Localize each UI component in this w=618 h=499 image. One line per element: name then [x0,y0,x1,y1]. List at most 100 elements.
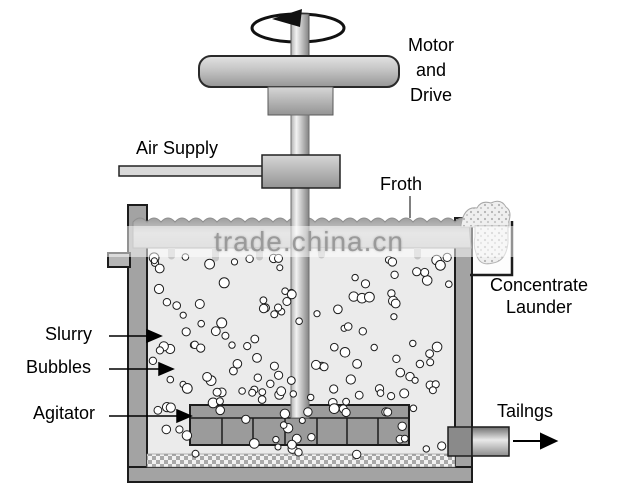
bubble [352,359,363,369]
bubble [412,267,422,277]
bubble [390,270,399,279]
bubble [216,317,228,329]
froth-label: Froth [380,174,423,194]
bubble [229,366,238,376]
bubble [354,390,364,400]
air-supply-pipe [118,165,264,177]
bubble [266,379,275,388]
bubble [311,359,321,370]
bubble [383,407,393,417]
bubble [238,387,246,395]
bubble [376,389,385,397]
motor-drive-assembly [118,9,400,189]
bubble [270,310,279,319]
tank-bottom-wall [127,466,473,483]
bubble [303,407,313,417]
bubbles-label: Bubbles [26,357,92,377]
watermark-band [0,226,618,257]
bubble [202,372,213,382]
bubbles-arrow-icon [109,361,175,377]
bubble [228,341,236,349]
bubble [307,393,315,402]
bubble [351,273,359,282]
bubble [294,448,303,457]
bubble [328,403,340,415]
bubble [243,342,252,351]
tailings-label: Tailngs [497,401,554,421]
bubble [181,327,191,337]
bubble [153,283,165,295]
bubble [165,402,176,413]
bubble [258,303,269,314]
bubble [330,342,339,352]
bubbles-layer [148,252,453,460]
agitator-arrow-icon [109,408,193,424]
bubble [409,339,417,348]
bubble [162,298,172,307]
bubble [204,258,216,270]
bubble [148,356,158,365]
bubble [295,317,303,326]
bubble [364,291,375,303]
bubble [166,375,175,384]
bubble [274,303,283,312]
bubble [428,386,437,395]
bubble [181,430,193,441]
bubble [155,346,164,355]
bubble [150,257,158,265]
bubble [286,289,297,300]
bubble [390,298,401,309]
bubble [431,341,443,353]
bubble [153,405,163,415]
bubble [286,376,296,385]
bubble [241,414,251,424]
bubble [437,441,447,451]
drive-hub [267,86,334,116]
bubble [257,395,267,404]
bubble [274,443,282,451]
leader-arrows [109,196,559,450]
bubble [358,327,367,336]
impeller-shaft-mid [290,114,310,157]
bubble [210,326,221,337]
bubble [370,343,378,352]
bubble [250,334,260,344]
bubble [345,374,356,385]
rotation-arrowhead-icon [272,9,302,27]
bubble [387,392,396,401]
bubble [397,421,407,431]
bubble [253,373,262,382]
bubble [329,384,339,394]
drive-pulley [198,55,400,88]
bubble [352,449,362,460]
agitator-label: Agitator [33,403,96,423]
bubble [298,417,306,424]
bubble [276,386,287,397]
bubble [289,390,297,398]
bubble [426,358,435,367]
watermark-text: trade.china.cn [214,226,404,257]
bubble [409,404,418,413]
bubble [411,376,419,384]
slurry-label: Slurry [45,324,93,344]
bubble [387,257,398,267]
bubble [258,388,267,397]
bubble [154,263,165,274]
bubble [181,383,193,394]
bubble [230,258,239,266]
bubble [179,311,187,319]
bubble [194,299,205,309]
concentrate-launder-label: Concentrate Launder [489,275,589,317]
bubble [333,304,343,315]
bubble [360,279,371,289]
bubble [445,280,453,289]
bubble [287,439,297,450]
bubble [276,264,284,272]
bubble [307,433,316,442]
bubble [392,354,401,363]
bubble [422,445,430,453]
bubble [435,259,446,271]
motor-drive-label: Motor and Drive [407,35,454,105]
